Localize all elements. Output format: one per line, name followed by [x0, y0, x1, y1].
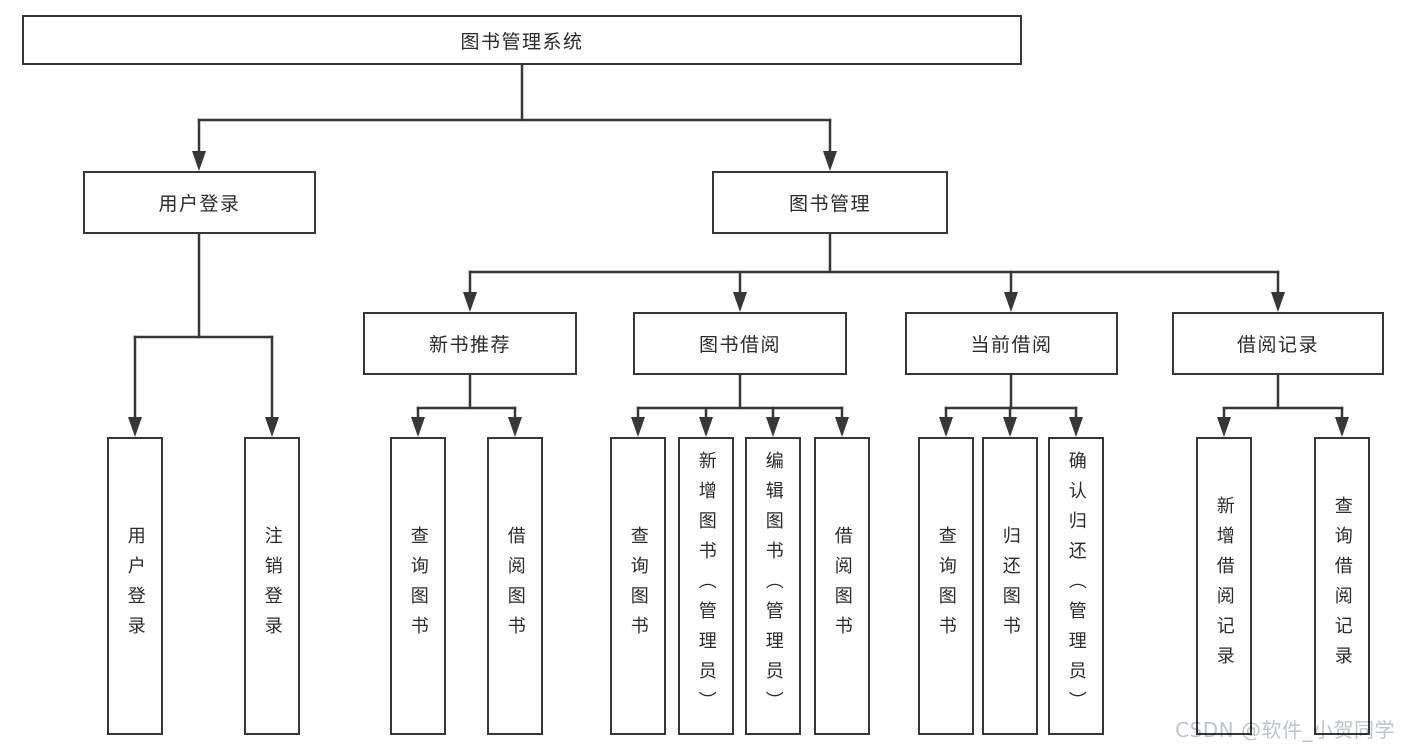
connector-arrowhead: [631, 417, 645, 437]
node-label: 新增借阅记录: [1213, 496, 1235, 676]
connector-arrowhead: [128, 417, 142, 437]
connector-arrowhead: [835, 417, 849, 437]
connector-arrowhead: [1271, 292, 1285, 312]
node-label: 用户登录: [124, 526, 146, 646]
node-label: 借阅记录: [1236, 334, 1319, 356]
node-new-book-recommend: 新书推荐: [363, 312, 577, 375]
leaf-borrow-books-recommend: 借阅图书: [487, 437, 543, 735]
connector-arrowhead: [939, 417, 953, 437]
leaf-add-borrow-record: 新增借阅记录: [1196, 437, 1252, 735]
connector-arrowhead: [508, 417, 522, 437]
connector-arrowhead: [411, 417, 425, 437]
node-label: 新增图书（管理员）: [695, 451, 717, 721]
node-label: 用户登录: [158, 193, 241, 215]
node-label: 查询图书: [627, 526, 649, 646]
node-borrow-records: 借阅记录: [1172, 312, 1384, 375]
csdn-watermark: CSDN @软件_小贺同学: [1175, 718, 1395, 742]
leaf-add-book-admin: 新增图书（管理员）: [678, 437, 734, 735]
connector-arrowhead: [823, 151, 837, 171]
node-book-management: 图书管理: [712, 171, 948, 234]
node-label: 查询借阅记录: [1331, 496, 1353, 676]
leaf-edit-book-admin: 编辑图书（管理员）: [745, 437, 801, 735]
node-book-borrow: 图书借阅: [633, 312, 847, 375]
connector-arrowhead: [1335, 417, 1349, 437]
leaf-query-books-borrow: 查询图书: [610, 437, 666, 735]
connector-arrowhead: [1004, 292, 1018, 312]
leaf-query-borrow-record: 查询借阅记录: [1314, 437, 1370, 735]
connector-arrowhead: [192, 151, 206, 171]
leaf-logout: 注销登录: [244, 437, 300, 735]
connector-arrowhead: [733, 292, 747, 312]
leaf-return-book: 归还图书: [982, 437, 1038, 735]
connector-arrowhead: [766, 417, 780, 437]
node-label: 图书管理系统: [460, 30, 584, 53]
connector-arrowhead: [699, 417, 713, 437]
node-label: 注销登录: [261, 526, 283, 646]
leaf-query-books-recommend: 查询图书: [390, 437, 446, 735]
node-label: 借阅图书: [504, 526, 526, 646]
node-label: 当前借阅: [970, 334, 1053, 356]
node-label: 借阅图书: [831, 526, 853, 646]
node-label: 图书借阅: [698, 334, 781, 356]
leaf-user-login: 用户登录: [107, 437, 163, 735]
connector-arrowhead: [265, 417, 279, 437]
connector-arrowhead: [1003, 417, 1017, 437]
connector-arrowhead: [1217, 417, 1231, 437]
node-label: 图书管理: [788, 193, 871, 215]
node-library-management-system: 图书管理系统: [22, 15, 1022, 65]
node-label: 新书推荐: [428, 334, 511, 356]
node-label: 查询图书: [407, 526, 429, 646]
node-label: 确认归还（管理员）: [1065, 451, 1087, 721]
node-current-borrow: 当前借阅: [905, 312, 1118, 375]
leaf-query-books-current: 查询图书: [918, 437, 974, 735]
node-user-login: 用户登录: [83, 171, 316, 234]
leaf-confirm-return-admin: 确认归还（管理员）: [1048, 437, 1104, 735]
leaf-borrow-books-borrow: 借阅图书: [814, 437, 870, 735]
node-label: 编辑图书（管理员）: [762, 451, 784, 721]
node-label: 归还图书: [999, 526, 1021, 646]
connector-arrowhead: [1069, 417, 1083, 437]
connector-arrowhead: [463, 292, 477, 312]
node-label: 查询图书: [935, 526, 957, 646]
